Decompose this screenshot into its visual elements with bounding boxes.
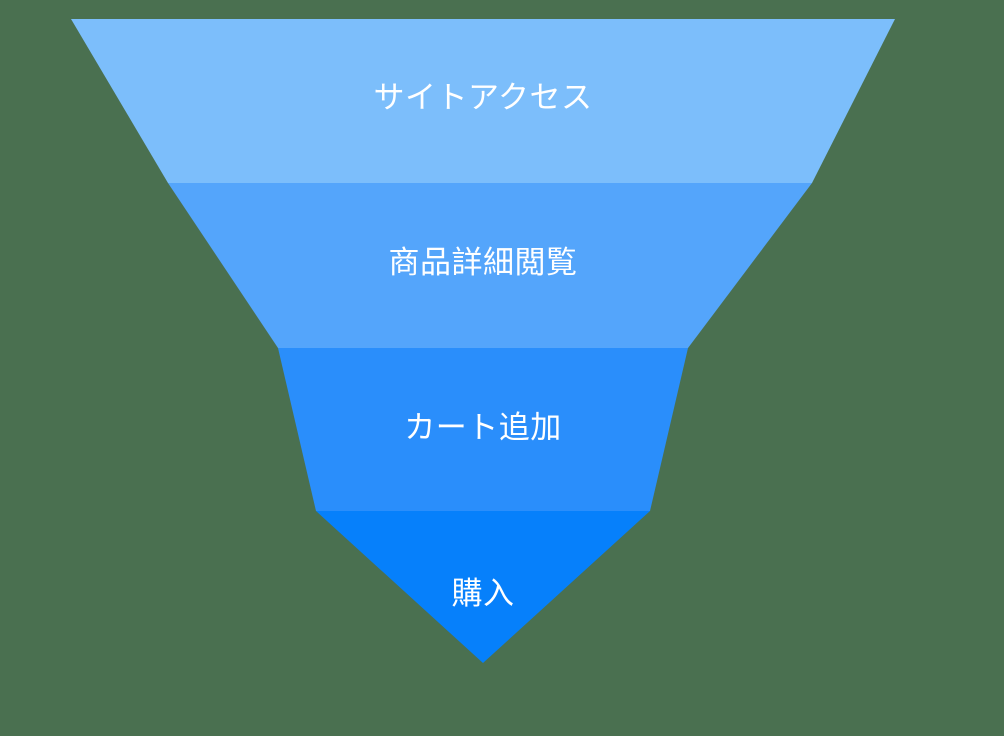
- funnel-stage-1[interactable]: サイトアクセス: [71, 19, 895, 183]
- funnel-stage-label: サイトアクセス: [374, 80, 593, 115]
- funnel-stage-2[interactable]: 商品詳細閲覧: [168, 183, 812, 348]
- funnel-stage-4[interactable]: 購入: [316, 511, 650, 663]
- funnel-stage-3[interactable]: カート追加: [278, 348, 688, 511]
- funnel-segment-shape[interactable]: [168, 183, 812, 348]
- funnel-stage-label: 購入: [452, 576, 515, 611]
- funnel-stage-label: カート追加: [404, 410, 562, 445]
- funnel-segment-shape[interactable]: [316, 511, 650, 663]
- funnel-segment-shape[interactable]: [278, 348, 688, 511]
- funnel-segment-shape[interactable]: [71, 19, 895, 183]
- funnel-stage-label: 商品詳細閲覧: [389, 245, 578, 280]
